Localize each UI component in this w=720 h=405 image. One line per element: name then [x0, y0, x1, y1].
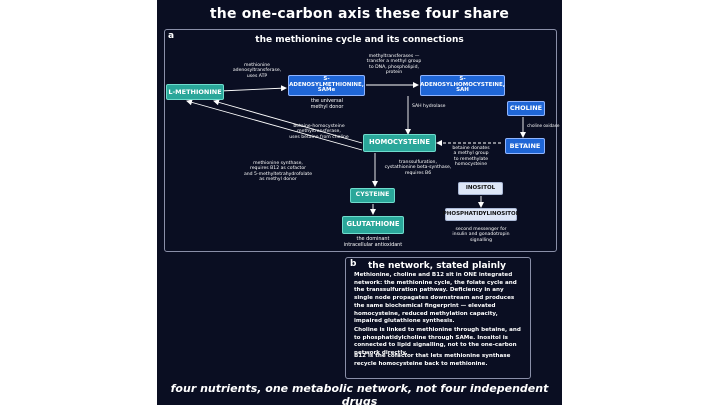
panel-a-letter: a — [168, 31, 175, 41]
arrow-homocysteine-to-methionine-bhmt — [213, 99, 363, 144]
label-choline-oxidase: choline oxidase — [527, 123, 560, 128]
panel-b — [345, 257, 531, 379]
node-glutathione: GLUTATHIONE — [342, 216, 404, 234]
label-mat: methionine adenosyltransferase, uses ATP — [232, 63, 282, 79]
panel-b-letter: b — [350, 259, 357, 269]
label-second-messenger: second messenger for insulin and gonadot… — [452, 227, 510, 243]
panel-b-paragraph-1: Methionine, choline and B12 sit in ONE i… — [354, 272, 517, 325]
diagram-canvas: the one-carbon axis these four share a t… — [157, 0, 562, 405]
figure-footer: four nutrients, one metabolic network, n… — [170, 382, 549, 405]
label-methionine-synthase: methionine synthase, requires B12 as cof… — [243, 161, 313, 182]
label-sah-hydrolase: SAH hydrolase — [412, 104, 446, 109]
label-transsulfuration: transsulfuration, cystathionine beta-syn… — [384, 160, 452, 176]
panel-b-paragraph-2: Choline is linked to methionine through … — [354, 327, 521, 357]
label-betaine-donates: betaine donates a methyl group to remeth… — [452, 146, 490, 167]
node-sah: S-ADENOSYLHOMOCYSTEINE, SAH — [420, 75, 505, 96]
panel-a — [164, 29, 557, 252]
node-choline: CHOLINE — [507, 101, 545, 116]
arrow-methionine-to-same — [219, 85, 287, 92]
node-inositol: INOSITOL — [458, 182, 503, 195]
node-homocysteine: HOMOCYSTEINE — [363, 134, 436, 152]
panel-b-paragraph-3: B12 is the cofactor that lets methionine… — [354, 353, 511, 367]
node-betaine: BETAINE — [505, 138, 545, 154]
node-phosphatidylinositol: PHOSPHATIDYLINOSITOL — [443, 208, 519, 221]
node-same: S-ADENOSYLMETHIONINE, SAMe — [288, 75, 365, 96]
node-cysteine: CYSTEINE — [350, 188, 395, 203]
figure-title: the one-carbon axis these four share — [209, 6, 510, 22]
arrow-homocysteine-to-methionine-synthase — [186, 99, 363, 151]
label-methyltransferases: methyltransferases — transfer a methyl g… — [366, 54, 422, 75]
node-l-methionine: L-METHIONINE — [166, 84, 224, 100]
panel-b-title: the network, stated plainly — [368, 261, 506, 271]
label-universal-donor: the universal methyl donor — [310, 98, 344, 110]
arrows-layer — [186, 82, 526, 215]
label-dominant-antioxidant: the dominant intracellular antioxidant — [343, 236, 403, 248]
panel-a-title: the methionine cycle and its connections — [255, 35, 464, 45]
label-bhmt: betaine-homocysteine methyltransferase, … — [289, 124, 349, 140]
